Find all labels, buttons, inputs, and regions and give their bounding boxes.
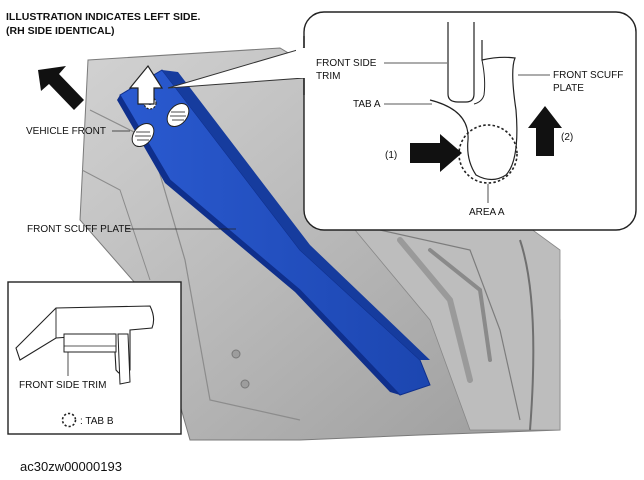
push-arrow-1 — [410, 134, 462, 172]
lift-arrow — [128, 64, 164, 105]
header-line-1: ILLUSTRATION INDICATES LEFT SIDE. — [6, 11, 201, 23]
front-scuff-plate-label: FRONT SCUFF PLATE — [27, 224, 131, 235]
detail-tab-a-label: TAB A — [353, 99, 381, 110]
detail-front-scuff-plate-l1: FRONT SCUFF — [553, 70, 623, 81]
clip-upper — [166, 102, 190, 128]
tab-b-legend-icon — [61, 412, 77, 428]
vehicle-front-arrow — [38, 66, 84, 110]
detail-view: FRONT SIDE TRIM FRONT SCUFF PLATE TAB A … — [296, 11, 637, 231]
tab-b-legend-label: : TAB B — [80, 416, 114, 427]
vehicle-front-label: VEHICLE FRONT — [26, 126, 106, 137]
lift-arrow-2 — [528, 106, 562, 156]
front-scuff-plate — [117, 64, 431, 396]
figure-id: ac30zw00000193 — [20, 459, 122, 474]
detail-front-side-trim-l1: FRONT SIDE — [316, 58, 377, 69]
inset-view: FRONT SIDE TRIM : TAB B — [7, 281, 182, 435]
front-side-trim-detail — [447, 22, 475, 103]
detail-step-1-label: (1) — [385, 150, 397, 161]
detail-front-scuff-plate-l2: PLATE — [553, 83, 584, 94]
clip-lower — [131, 122, 155, 148]
front-scuff-plate-detail — [429, 40, 518, 181]
header-line-2: (RH SIDE IDENTICAL) — [6, 25, 115, 37]
inset-front-side-trim-label: FRONT SIDE TRIM — [19, 380, 106, 391]
detail-area-a-label: AREA A — [469, 207, 505, 218]
detail-front-side-trim-l2: TRIM — [316, 71, 340, 82]
detail-step-2-label: (2) — [561, 132, 573, 143]
